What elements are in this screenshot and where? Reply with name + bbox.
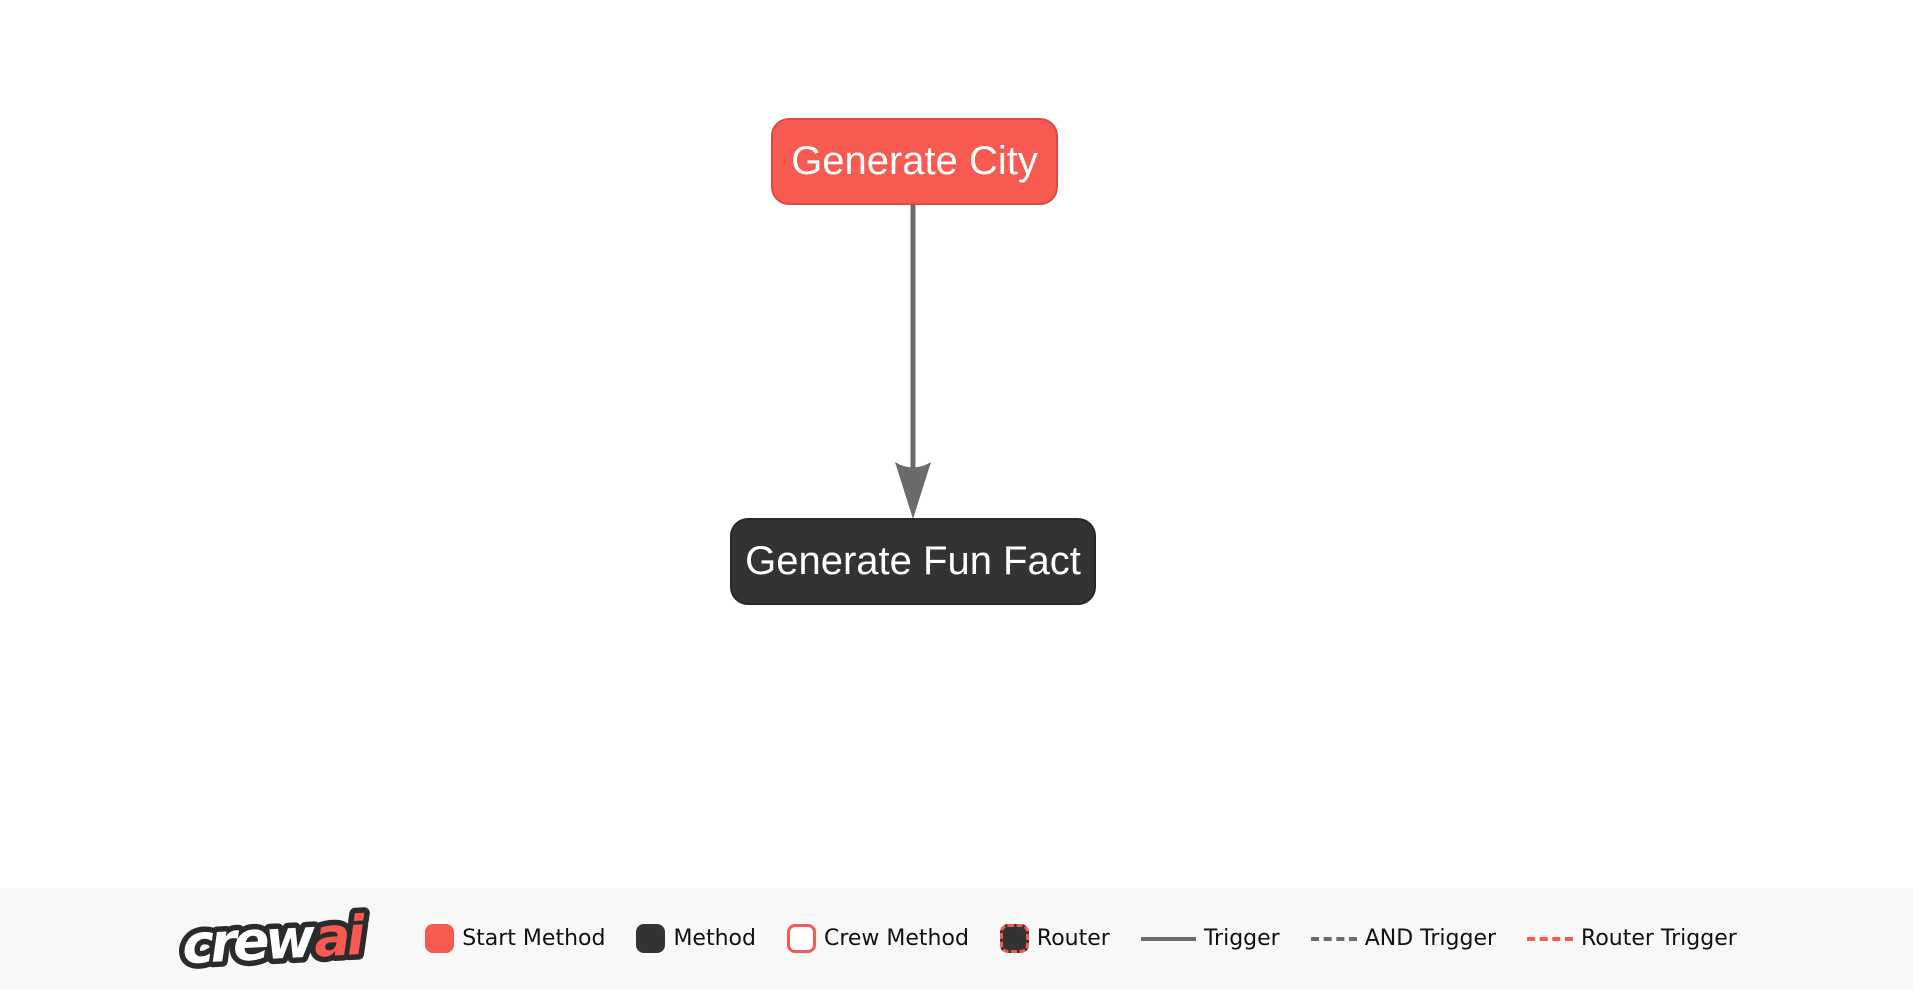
legend-label: Router xyxy=(1036,926,1110,951)
legend-label: Crew Method xyxy=(823,926,969,951)
router-trigger-line-icon xyxy=(1527,936,1574,941)
arrowhead-icon xyxy=(895,462,931,519)
legend-item-method: Method xyxy=(636,924,756,953)
legend-item-start-method: Start Method xyxy=(425,924,605,953)
and-trigger-line-icon xyxy=(1310,936,1357,941)
method-swatch-icon xyxy=(636,924,666,953)
trigger-line-icon xyxy=(1140,936,1196,941)
logo-text-ai: ai xyxy=(313,903,369,969)
node-label: Generate City xyxy=(791,139,1038,183)
crew-method-swatch-icon xyxy=(786,924,816,953)
crewai-logo: crew ai xyxy=(176,900,374,978)
legend-bar: crew ai Start Method Method Crew Method … xyxy=(0,888,1913,989)
legend-item-and-trigger: AND Trigger xyxy=(1310,926,1497,951)
start-method-swatch-icon xyxy=(425,924,455,953)
legend-item-router-trigger: Router Trigger xyxy=(1527,926,1737,951)
node-label: Generate Fun Fact xyxy=(745,539,1081,583)
flow-node-generate-city[interactable]: Generate City xyxy=(771,118,1058,205)
flow-node-generate-fun-fact[interactable]: Generate Fun Fact xyxy=(730,518,1096,605)
router-swatch-icon xyxy=(999,924,1029,953)
flow-canvas[interactable]: Generate City Generate Fun Fact xyxy=(0,0,1913,888)
legend-label: Router Trigger xyxy=(1581,926,1737,951)
legend-item-router: Router xyxy=(999,924,1110,953)
legend-label: AND Trigger xyxy=(1364,926,1497,951)
legend-label: Trigger xyxy=(1203,926,1280,951)
legend-label: Start Method xyxy=(462,926,606,951)
legend-item-crew-method: Crew Method xyxy=(786,924,969,953)
legend-item-trigger: Trigger xyxy=(1140,926,1280,951)
legend-label: Method xyxy=(673,926,756,951)
logo-text-crew: crew xyxy=(181,906,318,976)
